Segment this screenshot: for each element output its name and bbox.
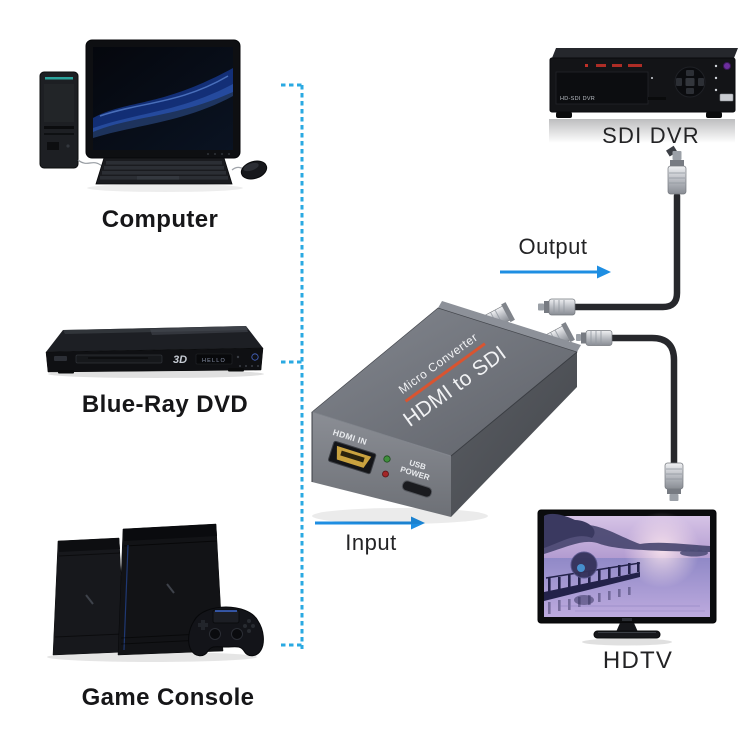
- dvr-front-text: HD-SDI DVR: [560, 96, 595, 102]
- sdi-cable-upper: [538, 145, 687, 316]
- computer-label: Computer: [101, 206, 219, 233]
- bnc-connector-left-lower: [576, 330, 613, 346]
- game-controller: [188, 606, 264, 657]
- computer-keyboard: [77, 157, 233, 185]
- computer-mouse: [231, 160, 268, 180]
- bnc-connector-top: [666, 145, 687, 195]
- hdtv-screen: [544, 512, 710, 617]
- output-label: Output: [518, 234, 588, 259]
- dvd-3d-logo: 3D: [173, 354, 187, 366]
- dvr-tray-panel: [555, 71, 649, 105]
- dvr-power-button: [723, 62, 731, 70]
- hdmi-port: [328, 440, 377, 475]
- bnc-connector-bottom: [664, 462, 684, 501]
- led-red: [382, 470, 389, 478]
- console-slim: [52, 537, 126, 656]
- dvd-display-text: HELLO: [202, 358, 226, 364]
- blu-ray-player-illustration: 3D HELLO: [45, 326, 264, 378]
- usb-port: [401, 480, 433, 498]
- computer-tower: [39, 71, 79, 169]
- input-arrow: [315, 516, 425, 530]
- sdi-dvr-label: SDI DVR: [602, 123, 700, 148]
- hdtv-label: HDTV: [602, 647, 674, 674]
- game-console-label: Game Console: [81, 684, 255, 711]
- dashed-connector-lines: [281, 83, 304, 649]
- dvr-nav-pad: [674, 66, 706, 98]
- blu-ray-label: Blue-Ray DVD: [81, 391, 249, 418]
- blu-ray-logo: [251, 353, 259, 361]
- hdtv-illustration: [537, 509, 717, 646]
- sdi-dvr-illustration: HD-SDI DVR: [549, 48, 738, 143]
- game-console-illustration: [47, 523, 264, 662]
- converter-illustration: [311, 301, 581, 524]
- input-label: Input: [345, 530, 397, 555]
- sdi-cable-lower: [576, 330, 684, 501]
- output-arrow: [500, 265, 611, 279]
- led-green: [383, 455, 391, 463]
- screen-orb: [570, 551, 598, 579]
- computer-illustration: [39, 39, 268, 192]
- bnc-connector-left-upper: [538, 298, 576, 316]
- dvr-usb-port: [719, 93, 734, 102]
